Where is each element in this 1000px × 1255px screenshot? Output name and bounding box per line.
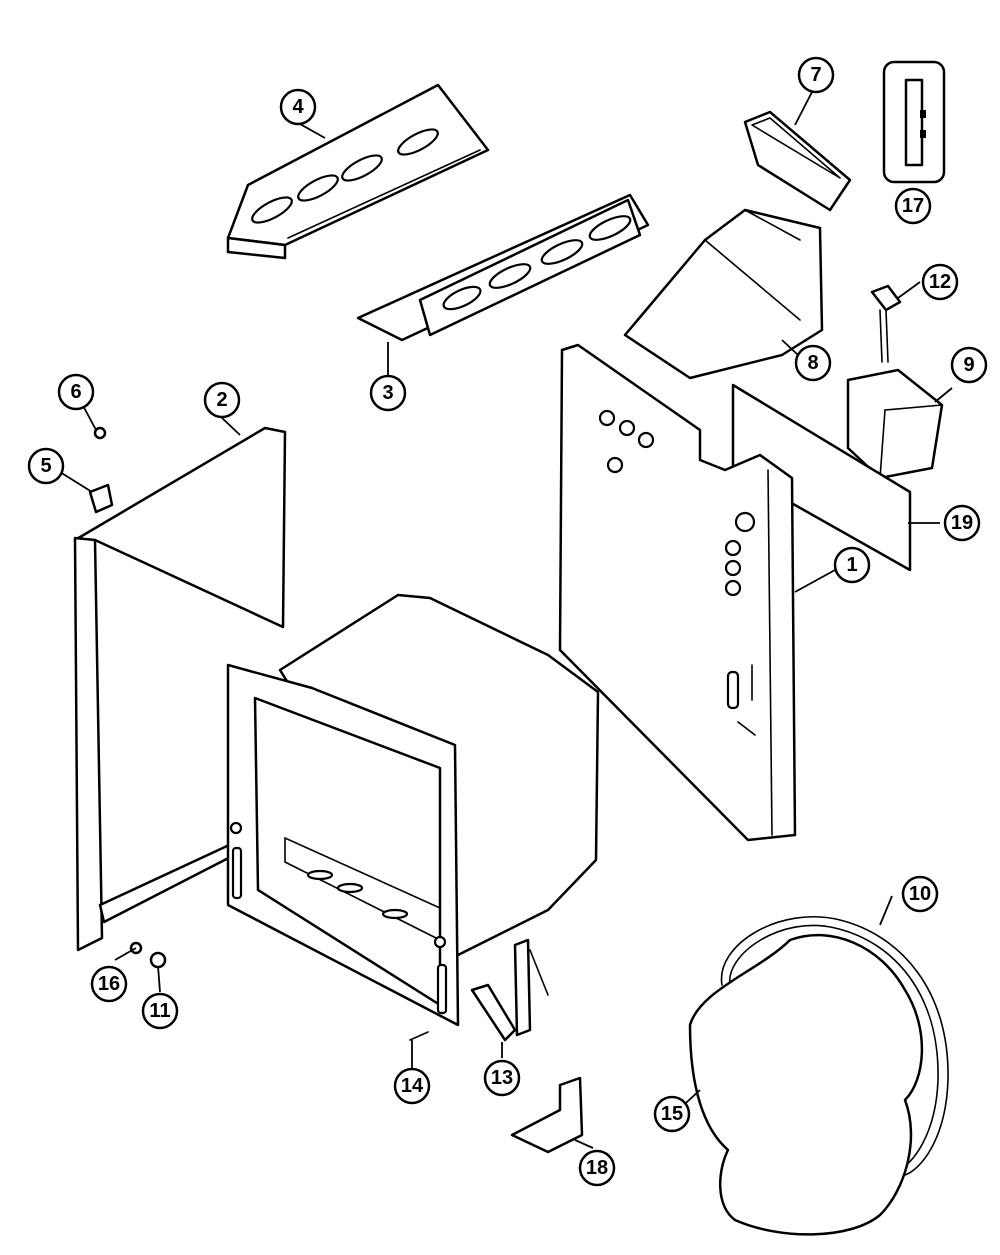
callout-18: 18 — [578, 1149, 616, 1187]
callout-2-label: 2 — [216, 389, 227, 411]
callout-10-label: 10 — [909, 883, 931, 905]
part-seal-strip — [720, 915, 949, 1176]
callout-13-label: 13 — [491, 1067, 513, 1089]
part-cover-box — [846, 368, 944, 480]
part-back-plate — [731, 383, 912, 572]
callout-15: 15 — [653, 1095, 691, 1133]
callout-19: 19 — [943, 504, 981, 542]
callout-4-label: 4 — [292, 96, 304, 118]
callout-11-label: 11 — [149, 1000, 170, 1022]
part-spring-hinge — [470, 938, 549, 1042]
part-grommet-11 — [149, 951, 167, 969]
part-hinge-bracket — [88, 483, 114, 514]
part-control-box — [882, 60, 946, 184]
part-screw-14 — [409, 1031, 429, 1041]
part-top-rail-lower — [356, 193, 650, 342]
callout-17: 17 — [894, 187, 932, 225]
callout-9-label: 9 — [963, 354, 974, 376]
callout-6: 6 — [57, 373, 95, 411]
callout-16-label: 16 — [98, 973, 120, 995]
callout-14-label: 14 — [401, 1075, 424, 1097]
callout-8: 8 — [794, 344, 832, 382]
callout-4: 4 — [279, 88, 317, 126]
part-side-panel — [558, 343, 797, 842]
callout-12: 12 — [921, 263, 959, 301]
part-sensor — [870, 284, 902, 363]
callout-5: 5 — [27, 447, 65, 485]
callout-7: 7 — [797, 56, 835, 94]
callout-13: 13 — [483, 1059, 521, 1097]
part-corner-bracket — [510, 1076, 584, 1154]
callout-7-label: 7 — [810, 64, 821, 86]
part-air-duct-large — [623, 208, 824, 380]
callout-8-label: 8 — [807, 352, 818, 374]
callout-12-label: 12 — [929, 271, 951, 293]
part-liner-box — [226, 593, 600, 1027]
callout-15-label: 15 — [661, 1103, 683, 1125]
callout-14: 14 — [393, 1067, 431, 1105]
part-screw-6 — [93, 426, 107, 440]
part-insulation — [688, 933, 924, 1236]
leader-lines — [59, 91, 953, 1149]
part-door-gasket — [73, 426, 287, 952]
callout-1: 1 — [833, 546, 871, 584]
callout-1-label: 1 — [846, 554, 857, 576]
callout-18-label: 18 — [586, 1157, 608, 1179]
part-top-rail-upper — [226, 83, 490, 260]
callout-2: 2 — [203, 381, 241, 419]
callout-11: 11 — [141, 992, 179, 1030]
callout-3: 3 — [369, 374, 407, 412]
callout-17-label: 17 — [902, 195, 924, 217]
callout-16: 16 — [90, 965, 128, 1003]
callout-3-label: 3 — [382, 382, 393, 404]
callout-10: 10 — [901, 875, 939, 913]
callout-19-label: 19 — [951, 512, 973, 534]
part-air-duct-small — [743, 110, 852, 212]
callout-5-label: 5 — [40, 455, 51, 477]
callout-9: 9 — [950, 346, 988, 384]
callout-6-label: 6 — [70, 381, 81, 403]
